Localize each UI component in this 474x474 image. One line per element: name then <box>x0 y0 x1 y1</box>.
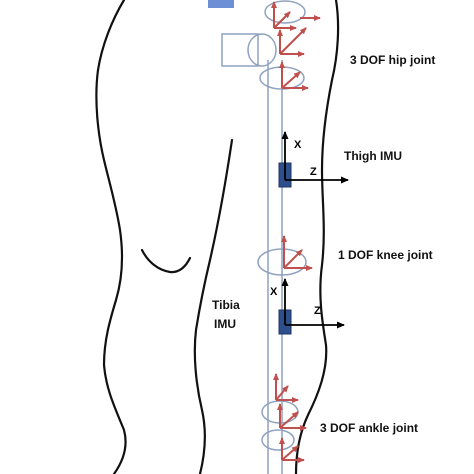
tibia-imu-label-line2: IMU <box>214 317 236 331</box>
hip-joint-top <box>264 0 306 24</box>
joint-frames <box>271 1 321 463</box>
knee-joint <box>257 248 307 276</box>
knee-joint-label: 1 DOF knee joint <box>338 248 433 262</box>
tibia-z-axis-label: Z <box>314 305 321 317</box>
ankle-joint-lower <box>261 429 295 451</box>
hip-marker <box>208 0 234 8</box>
thigh-imu-label: Thigh IMU <box>344 149 402 163</box>
hip-joint-label: 3 DOF hip joint <box>350 53 436 67</box>
hip-joint-upper <box>247 33 277 67</box>
thigh-z-axis-label: Z <box>310 166 317 178</box>
left-leg-inner-outline <box>193 138 234 474</box>
tibia-x-axis-label: X <box>270 286 278 298</box>
knee-crease <box>140 248 192 274</box>
tibia-imu-label-line1: Tibia <box>212 298 240 312</box>
thigh-x-axis-label: X <box>294 139 302 151</box>
pelvis-block <box>221 33 259 67</box>
ankle-joint-label: 3 DOF ankle joint <box>320 421 419 435</box>
imu-axes <box>281 131 349 329</box>
skeleton-frame <box>208 0 307 474</box>
right-leg-outer-outline <box>294 0 340 474</box>
left-leg-outer-outline <box>95 0 127 474</box>
body-outline <box>95 0 340 474</box>
